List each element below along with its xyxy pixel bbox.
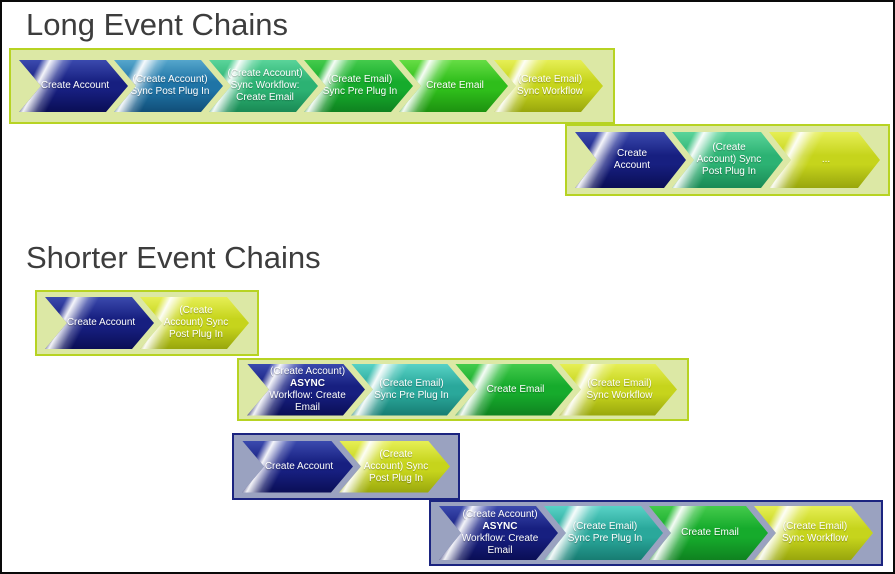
chevron-label-line: (Create — [179, 305, 213, 316]
chevron-label-line: Sync Workflow — [517, 86, 583, 97]
chevron: (Create Email)Sync Pre Plug In — [304, 60, 413, 112]
chevron-label-line: Sync Post Plug In — [130, 86, 210, 97]
chevron-label-line: (Create Email) — [379, 377, 444, 389]
chevron-label-line: (Create Account) — [227, 68, 303, 79]
chevron-label-line: ASYNC — [289, 377, 325, 389]
chevron-label-line: Post Plug In — [169, 329, 223, 340]
chevron-label-line: Email — [294, 401, 320, 413]
chevron-label-line: Create Email — [426, 80, 484, 91]
chevron-label-line: Create Account — [66, 317, 136, 328]
section-title-long-event-chains: Long Event Chains — [26, 7, 288, 42]
chevron: (Create Email)Sync Workflow — [754, 506, 873, 560]
chevron: (Create Email)Sync Pre Plug In — [544, 506, 663, 560]
chevron-label-line: Sync Workflow — [782, 533, 848, 544]
chevron-label-line: Account) Sync — [163, 317, 229, 328]
chevron: Create Email — [455, 364, 573, 416]
chevron: (Create Account)Sync Post Plug In — [114, 60, 223, 112]
chevron-label-line: Create Account — [264, 460, 334, 472]
chevron-label-line: Account — [613, 160, 651, 171]
chevron-label-line: Account) Sync — [363, 460, 429, 472]
chevron-label-line: (Create Email) — [782, 521, 848, 532]
chevron: (Create Account)Sync Workflow:Create Ema… — [209, 60, 318, 112]
chevron-label-line: Workflow: Create — [269, 389, 346, 401]
section-title-shorter-event-chains: Shorter Event Chains — [26, 240, 321, 275]
chevron: Create Email — [649, 506, 768, 560]
chevron-label-line: (Create — [379, 448, 413, 460]
chevron-label-line: Create Account — [40, 80, 110, 91]
chevron-label-line: (Create — [712, 142, 746, 153]
chevron: Create Account — [45, 297, 154, 349]
chevron-label-line: Sync Workflow: — [230, 80, 300, 91]
chevron: Create Email — [399, 60, 508, 112]
chevron-label-line: Post Plug In — [369, 472, 423, 484]
chevron-label-line: (Create Account) — [462, 509, 538, 520]
chevron-label-line: Sync Workflow — [586, 389, 653, 401]
chevron: ... — [769, 132, 880, 188]
chevron-label-line: Create Email — [681, 527, 739, 538]
chevron-label-line: (Create Email) — [327, 74, 393, 85]
chevron-label-line: (Create Account) — [132, 74, 208, 85]
chevron-label-line: Create Email — [236, 92, 294, 103]
event-chain-long-full: Create Account(Create Account)Sync Post … — [9, 48, 615, 124]
chevron-label-line: Create — [616, 148, 647, 159]
chevron: (Create Email)Sync Pre Plug In — [351, 364, 469, 416]
chevron-label-line: Create Email — [486, 383, 545, 395]
chevron-label-line: ASYNC — [482, 521, 518, 532]
chevron-label-line: Sync Pre Plug In — [374, 389, 449, 401]
chevron-label-line: Workflow: Create — [461, 533, 539, 544]
chevron-label-line: Post Plug In — [702, 166, 756, 177]
chevron: (Create Email)Sync Workflow — [559, 364, 677, 416]
chevron-label-line: (Create Email) — [572, 521, 638, 532]
chevron: (Create Email)Sync Workflow — [494, 60, 603, 112]
chevron-label-line: Email — [487, 545, 513, 556]
chevron-label-line: ... — [821, 154, 831, 165]
chevron-label-line: Sync Pre Plug In — [567, 533, 643, 544]
chevron-label-line: (Create Email) — [517, 74, 583, 85]
chevron: Create Account — [19, 60, 128, 112]
chevron: Create Account — [242, 441, 353, 493]
chevron-label-line: (Create Email) — [587, 377, 652, 389]
chevron-label-line: (Create Account) — [269, 365, 346, 377]
chevron-label-line: Account) Sync — [696, 154, 762, 165]
chevron-label-line: Sync Pre Plug In — [322, 86, 398, 97]
